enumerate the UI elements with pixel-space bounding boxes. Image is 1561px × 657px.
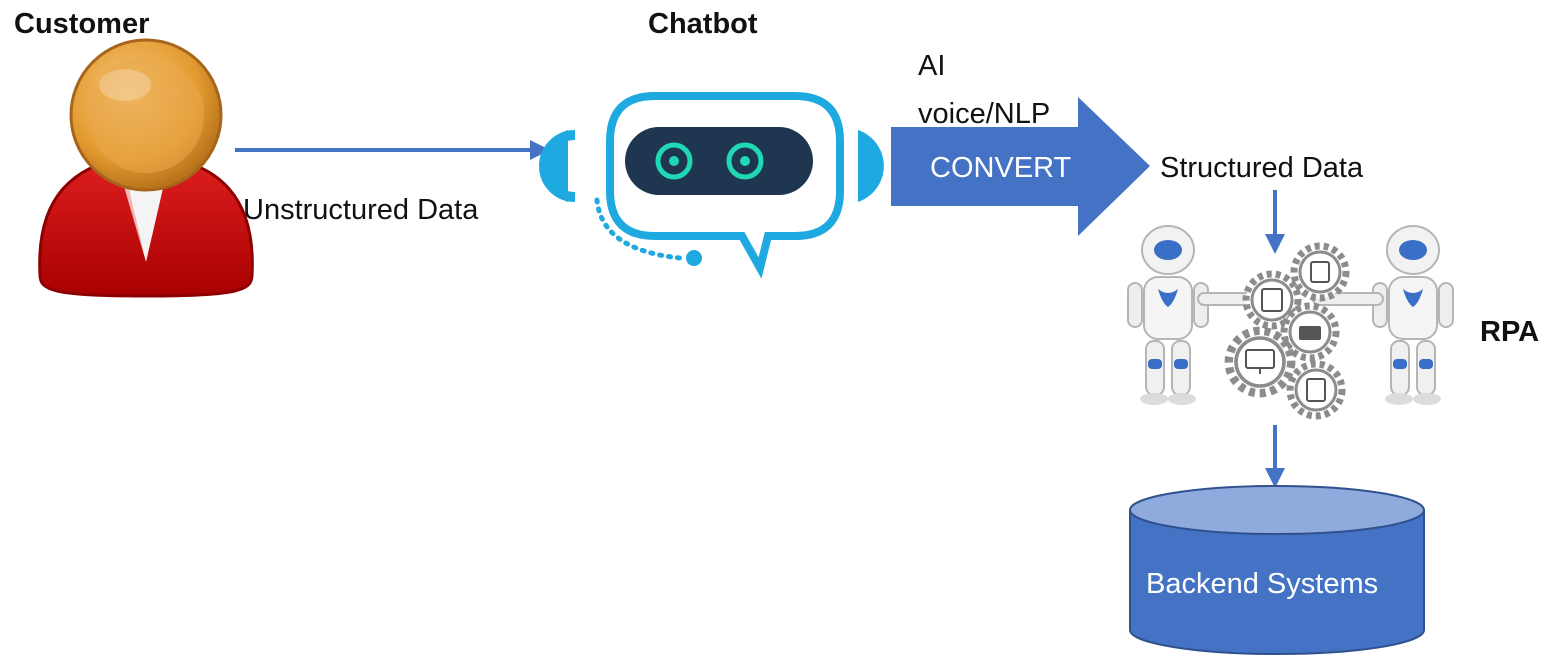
chatbot-label: Chatbot [648,8,758,40]
person-icon [38,38,254,298]
structured-data-label: Structured Data [1160,152,1364,184]
convert-label: CONVERT [930,152,1072,184]
customer-label: Customer [14,8,150,40]
voice-nlp-caption: voice/NLP [918,98,1051,130]
gear-icon [1284,306,1336,358]
gear-icon [1229,331,1291,393]
database-icon [1129,485,1425,655]
unstructured-data-label: Unstructured Data [243,194,479,226]
chatbot-icon [539,92,884,279]
gear-icon [1294,246,1346,298]
gear-icon [1246,274,1298,326]
ai-caption: AI [918,50,946,82]
convert-arrow [891,97,1150,236]
rpa-label: RPA [1480,316,1540,348]
backend-systems-label: Backend Systems [1146,568,1379,600]
gear-icon [1290,364,1342,416]
